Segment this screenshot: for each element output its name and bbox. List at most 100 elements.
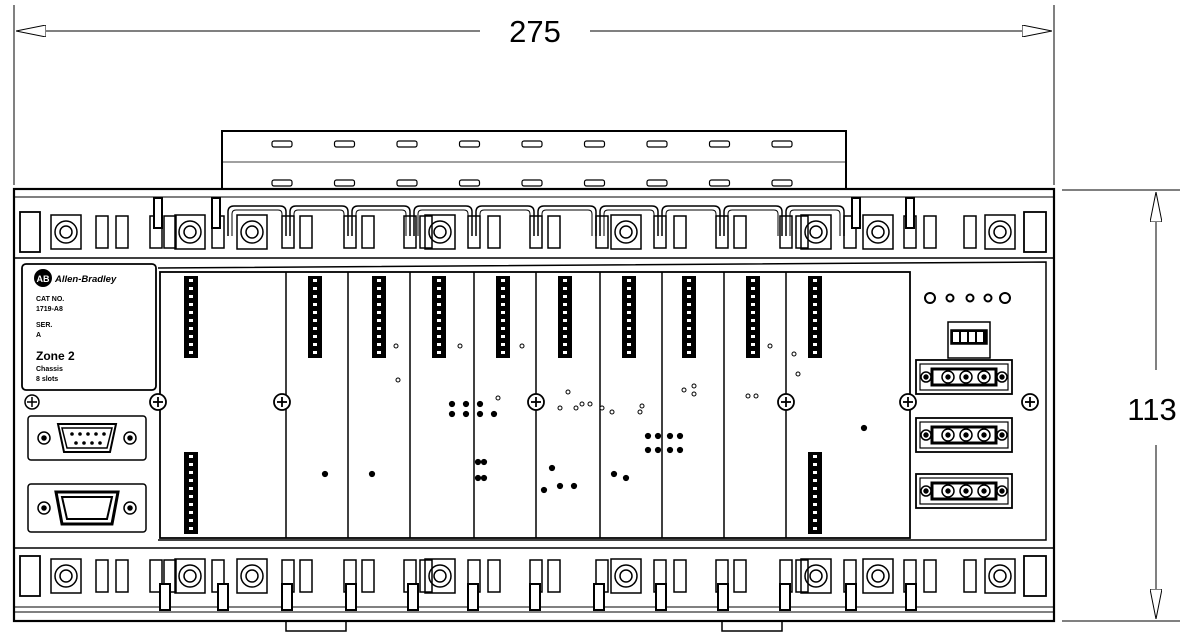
header-loop (413, 205, 473, 236)
rail-slot (923, 559, 937, 593)
header-pin (583, 179, 606, 187)
header-pin (271, 179, 293, 187)
component-dot-open (393, 343, 399, 349)
header-pin (521, 179, 543, 187)
connector-strip (808, 452, 822, 534)
chassis-line1: Chassis (36, 366, 63, 373)
header-loop (475, 205, 535, 236)
rail-washer (424, 558, 456, 594)
component-dot-open (681, 387, 687, 393)
connector-strip (682, 276, 696, 358)
component-dot (474, 458, 482, 466)
component-dot (490, 410, 498, 418)
component-dot-open (637, 409, 643, 415)
component-dot-open (457, 343, 463, 349)
rail-slot (733, 215, 747, 249)
screw (777, 393, 795, 411)
screw (899, 393, 917, 411)
component-dot-open (691, 383, 697, 389)
component-dot-open (579, 401, 585, 407)
rail-washer (984, 214, 1016, 250)
terminal-block (915, 417, 1013, 453)
connector-strip (808, 276, 822, 358)
zone-label: Zone 2 (36, 349, 75, 363)
dsub-connector-9pin (27, 415, 147, 461)
header-pin (521, 140, 543, 148)
rail-tab (779, 583, 791, 611)
rail-slot (467, 215, 481, 249)
rail-slot (299, 215, 313, 249)
cat-value: 1719-A8 (36, 306, 63, 313)
rail-tab (407, 583, 419, 611)
rail-slot (963, 215, 977, 249)
rail-washer (424, 214, 456, 250)
top-terminal-header (221, 130, 847, 236)
screw (1021, 393, 1039, 411)
screw (273, 393, 291, 411)
component-dot (480, 474, 488, 482)
component-dot (368, 470, 376, 478)
rail-washer (610, 214, 642, 250)
header-loop-inner (355, 209, 407, 236)
component-dot-open (587, 401, 593, 407)
rail-tab (345, 583, 357, 611)
connector-strip (622, 276, 636, 358)
component-dot (666, 432, 674, 440)
mounting-screws (149, 393, 1039, 411)
terminal-block (915, 473, 1013, 509)
rail-slot (281, 215, 295, 249)
rail-washer (800, 214, 832, 250)
rail-latch (153, 197, 163, 229)
component-dot-open (599, 405, 605, 411)
rail-slot (487, 215, 501, 249)
component-dot-open (745, 393, 751, 399)
rail-slot (95, 559, 109, 593)
header-pin (583, 140, 606, 148)
component-dot-open (791, 351, 797, 357)
rail-slot (115, 215, 129, 249)
header-pin (708, 140, 731, 148)
rail-end-block (19, 211, 41, 253)
component-dot-open (495, 395, 501, 401)
rail-slot (673, 215, 687, 249)
component-dot-open (609, 409, 615, 415)
rail-tab (655, 583, 667, 611)
ser-label: SER. (36, 322, 52, 329)
header-loop-inner (665, 209, 717, 236)
component-dot-open (767, 343, 773, 349)
rail-slot (843, 215, 857, 249)
rail-slot (419, 215, 433, 249)
header-loop (599, 205, 659, 236)
component-dot (676, 432, 684, 440)
rail-end-block (19, 555, 41, 597)
rail-slot (487, 559, 501, 593)
terminal-block (915, 359, 1013, 395)
rail-slot (361, 215, 375, 249)
component-dot (860, 424, 868, 432)
rail-tab (467, 583, 479, 611)
rail-slot (115, 559, 129, 593)
header-loop-inner (231, 209, 283, 236)
header-loop (785, 205, 845, 236)
component-dot-open (573, 405, 579, 411)
connector-strip (746, 276, 760, 358)
rail-slot (779, 215, 793, 249)
component-dot (654, 432, 662, 440)
header-pin (771, 140, 793, 148)
component-dot (321, 470, 329, 478)
component-dots (321, 343, 868, 494)
component-dot-open (639, 403, 645, 409)
rail-slot (963, 559, 977, 593)
connector-strip (558, 276, 572, 358)
header-loop (537, 205, 597, 236)
header-loop (227, 205, 287, 236)
header-pin (396, 140, 418, 148)
component-dot-open (795, 371, 801, 377)
connector-strip (496, 276, 510, 358)
width-dimension (13, 5, 1055, 185)
allen-bradley-logo: AB (34, 269, 52, 287)
connector-strip (308, 276, 322, 358)
rail-washer (862, 558, 894, 594)
component-dot (540, 486, 548, 494)
